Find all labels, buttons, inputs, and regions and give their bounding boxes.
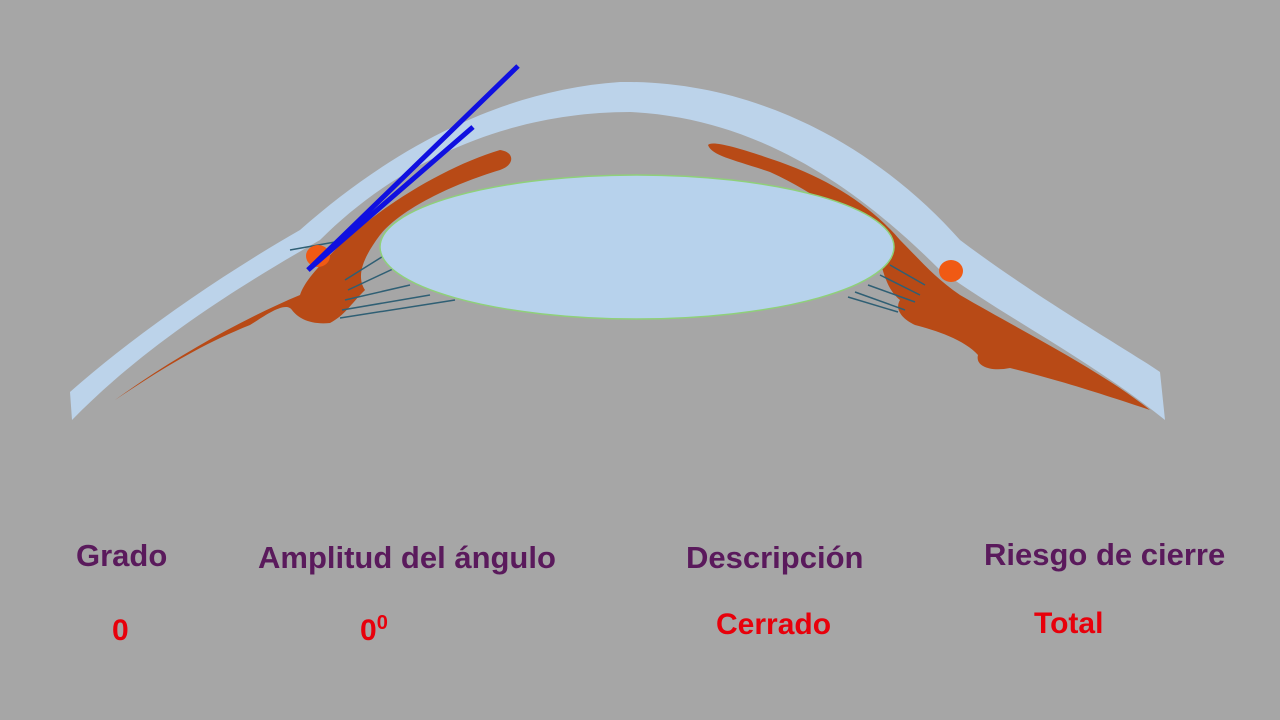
left-iris: [115, 150, 512, 400]
value-amplitud: 00: [360, 612, 388, 648]
left-trabecular-lines: [289, 241, 336, 251]
left-zonules: [339, 254, 456, 319]
cornea-sclera: [70, 81, 1165, 420]
header-riesgo: Riesgo de cierre: [984, 537, 1226, 572]
header-amplitud: Amplitud del ángulo: [258, 540, 556, 575]
angle-lines: [306, 64, 520, 272]
value-riesgo: Total: [1034, 607, 1104, 640]
right-zonules: [847, 264, 926, 313]
value-descripcion: Cerrado: [716, 608, 832, 641]
right-schlemm-canal: [939, 260, 963, 282]
value-amplitud-base: 0: [360, 614, 377, 647]
value-amplitud-degree: 0: [376, 612, 388, 634]
value-grado: 0: [112, 614, 129, 647]
header-descripcion: Descripción: [686, 540, 864, 575]
eye-anatomy-diagram: [70, 64, 1165, 420]
lens: [379, 174, 895, 320]
right-iris: [708, 143, 1150, 410]
left-schlemm-canal: [306, 245, 330, 267]
header-grado: Grado: [76, 538, 168, 573]
